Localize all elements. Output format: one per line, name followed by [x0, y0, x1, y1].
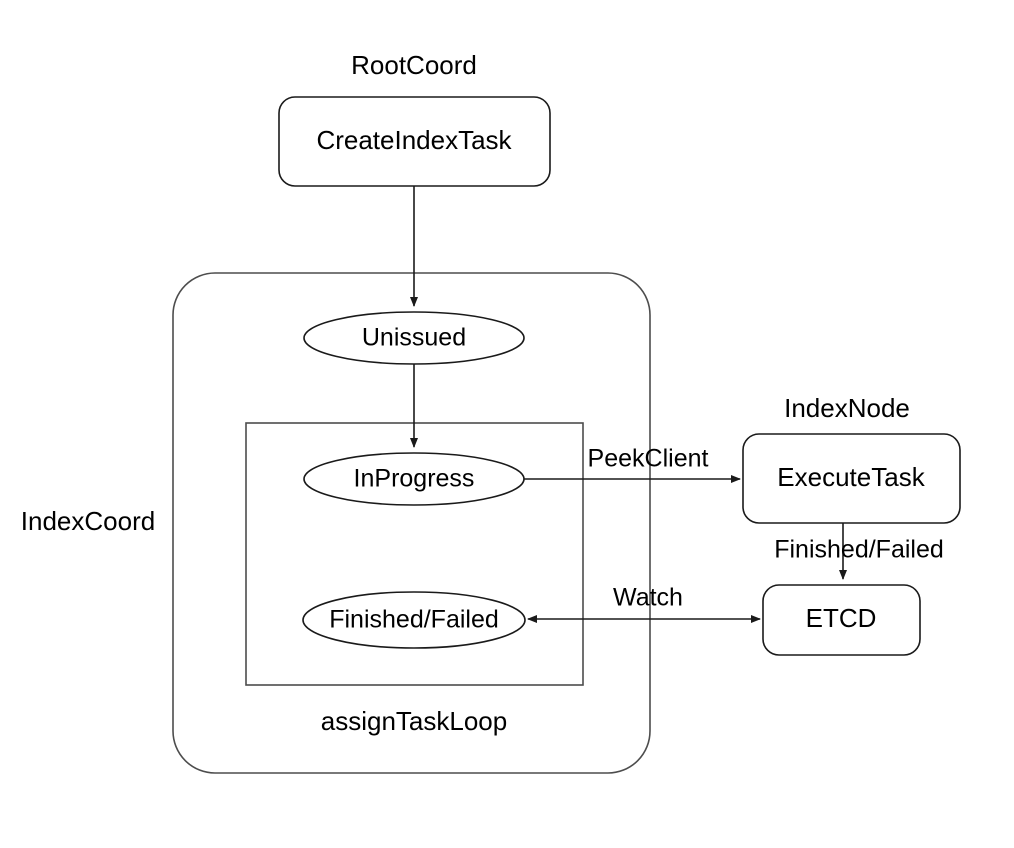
edge-label-finished-failed: Finished/Failed	[774, 536, 944, 564]
node-execute-task[interactable]	[742, 433, 961, 524]
edge-label-peek-client: PeekClient	[588, 445, 709, 473]
group-label-root-coord: RootCoord	[351, 50, 477, 80]
group-label-index-node: IndexNode	[784, 393, 910, 423]
node-label-unissued: Unissued	[362, 324, 466, 352]
group-label-index-coord: IndexCoord	[21, 506, 155, 536]
node-label-execute-task: ExecuteTask	[777, 462, 925, 492]
node-label-in-progress: InProgress	[354, 465, 475, 493]
node-label-create-index-task: CreateIndexTask	[316, 125, 512, 155]
edge-label-watch: Watch	[613, 584, 683, 612]
node-finished-failed[interactable]	[302, 591, 526, 649]
node-etcd[interactable]	[762, 584, 921, 656]
group-label-assign-task-loop: assignTaskLoop	[321, 706, 507, 736]
node-label-finished-failed: Finished/Failed	[329, 606, 499, 634]
node-label-etcd: ETCD	[806, 603, 877, 633]
group-index-coord	[172, 272, 651, 774]
